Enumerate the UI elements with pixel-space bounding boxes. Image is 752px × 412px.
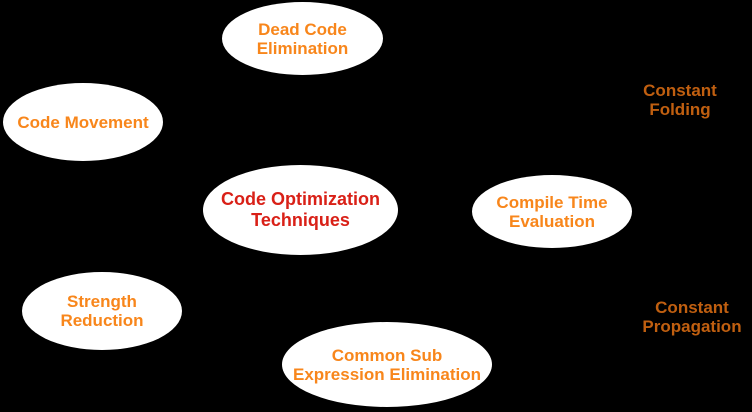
node-dead-code-elimination: Dead Code Elimination — [222, 2, 383, 75]
node-label-line: Common Sub — [331, 345, 443, 365]
node-label-line: Reduction — [60, 311, 144, 330]
node-label-line: Expression Elimination — [293, 364, 481, 384]
node-common-sub-expression-elimination-label: Common Sub Expression Elimination — [293, 346, 481, 384]
label-line: Folding — [649, 100, 711, 119]
node-label-line: Compile Time — [496, 192, 608, 212]
node-label-line: Elimination — [256, 38, 349, 58]
node-code-optimization-techniques-label: Code Optimization Techniques — [221, 189, 380, 231]
node-label-line: Techniques — [251, 210, 350, 230]
node-label-line: Code Optimization — [221, 189, 380, 209]
node-dead-code-elimination-label: Dead Code Elimination — [257, 20, 349, 58]
node-strength-reduction-label: Strength Reduction — [60, 292, 143, 330]
node-compile-time-evaluation: Compile Time Evaluation — [472, 175, 632, 248]
node-label-line: Evaluation — [509, 211, 595, 231]
node-code-movement-label: Code Movement — [17, 113, 148, 132]
node-code-movement: Code Movement — [3, 83, 163, 161]
label-line: Propagation — [642, 317, 742, 336]
label-line: Constant — [643, 81, 717, 100]
node-strength-reduction: Strength Reduction — [22, 272, 182, 350]
label-line: Constant — [655, 298, 729, 317]
node-label-line: Strength — [67, 292, 137, 311]
label-constant-folding: Constant Folding — [610, 81, 750, 119]
node-label-line: Code Movement — [17, 112, 149, 132]
node-compile-time-evaluation-label: Compile Time Evaluation — [496, 193, 607, 231]
node-common-sub-expression-elimination: Common Sub Expression Elimination — [282, 322, 492, 407]
label-constant-propagation: Constant Propagation — [622, 298, 752, 336]
node-code-optimization-techniques: Code Optimization Techniques — [203, 165, 398, 255]
node-label-line: Dead Code — [258, 19, 347, 39]
